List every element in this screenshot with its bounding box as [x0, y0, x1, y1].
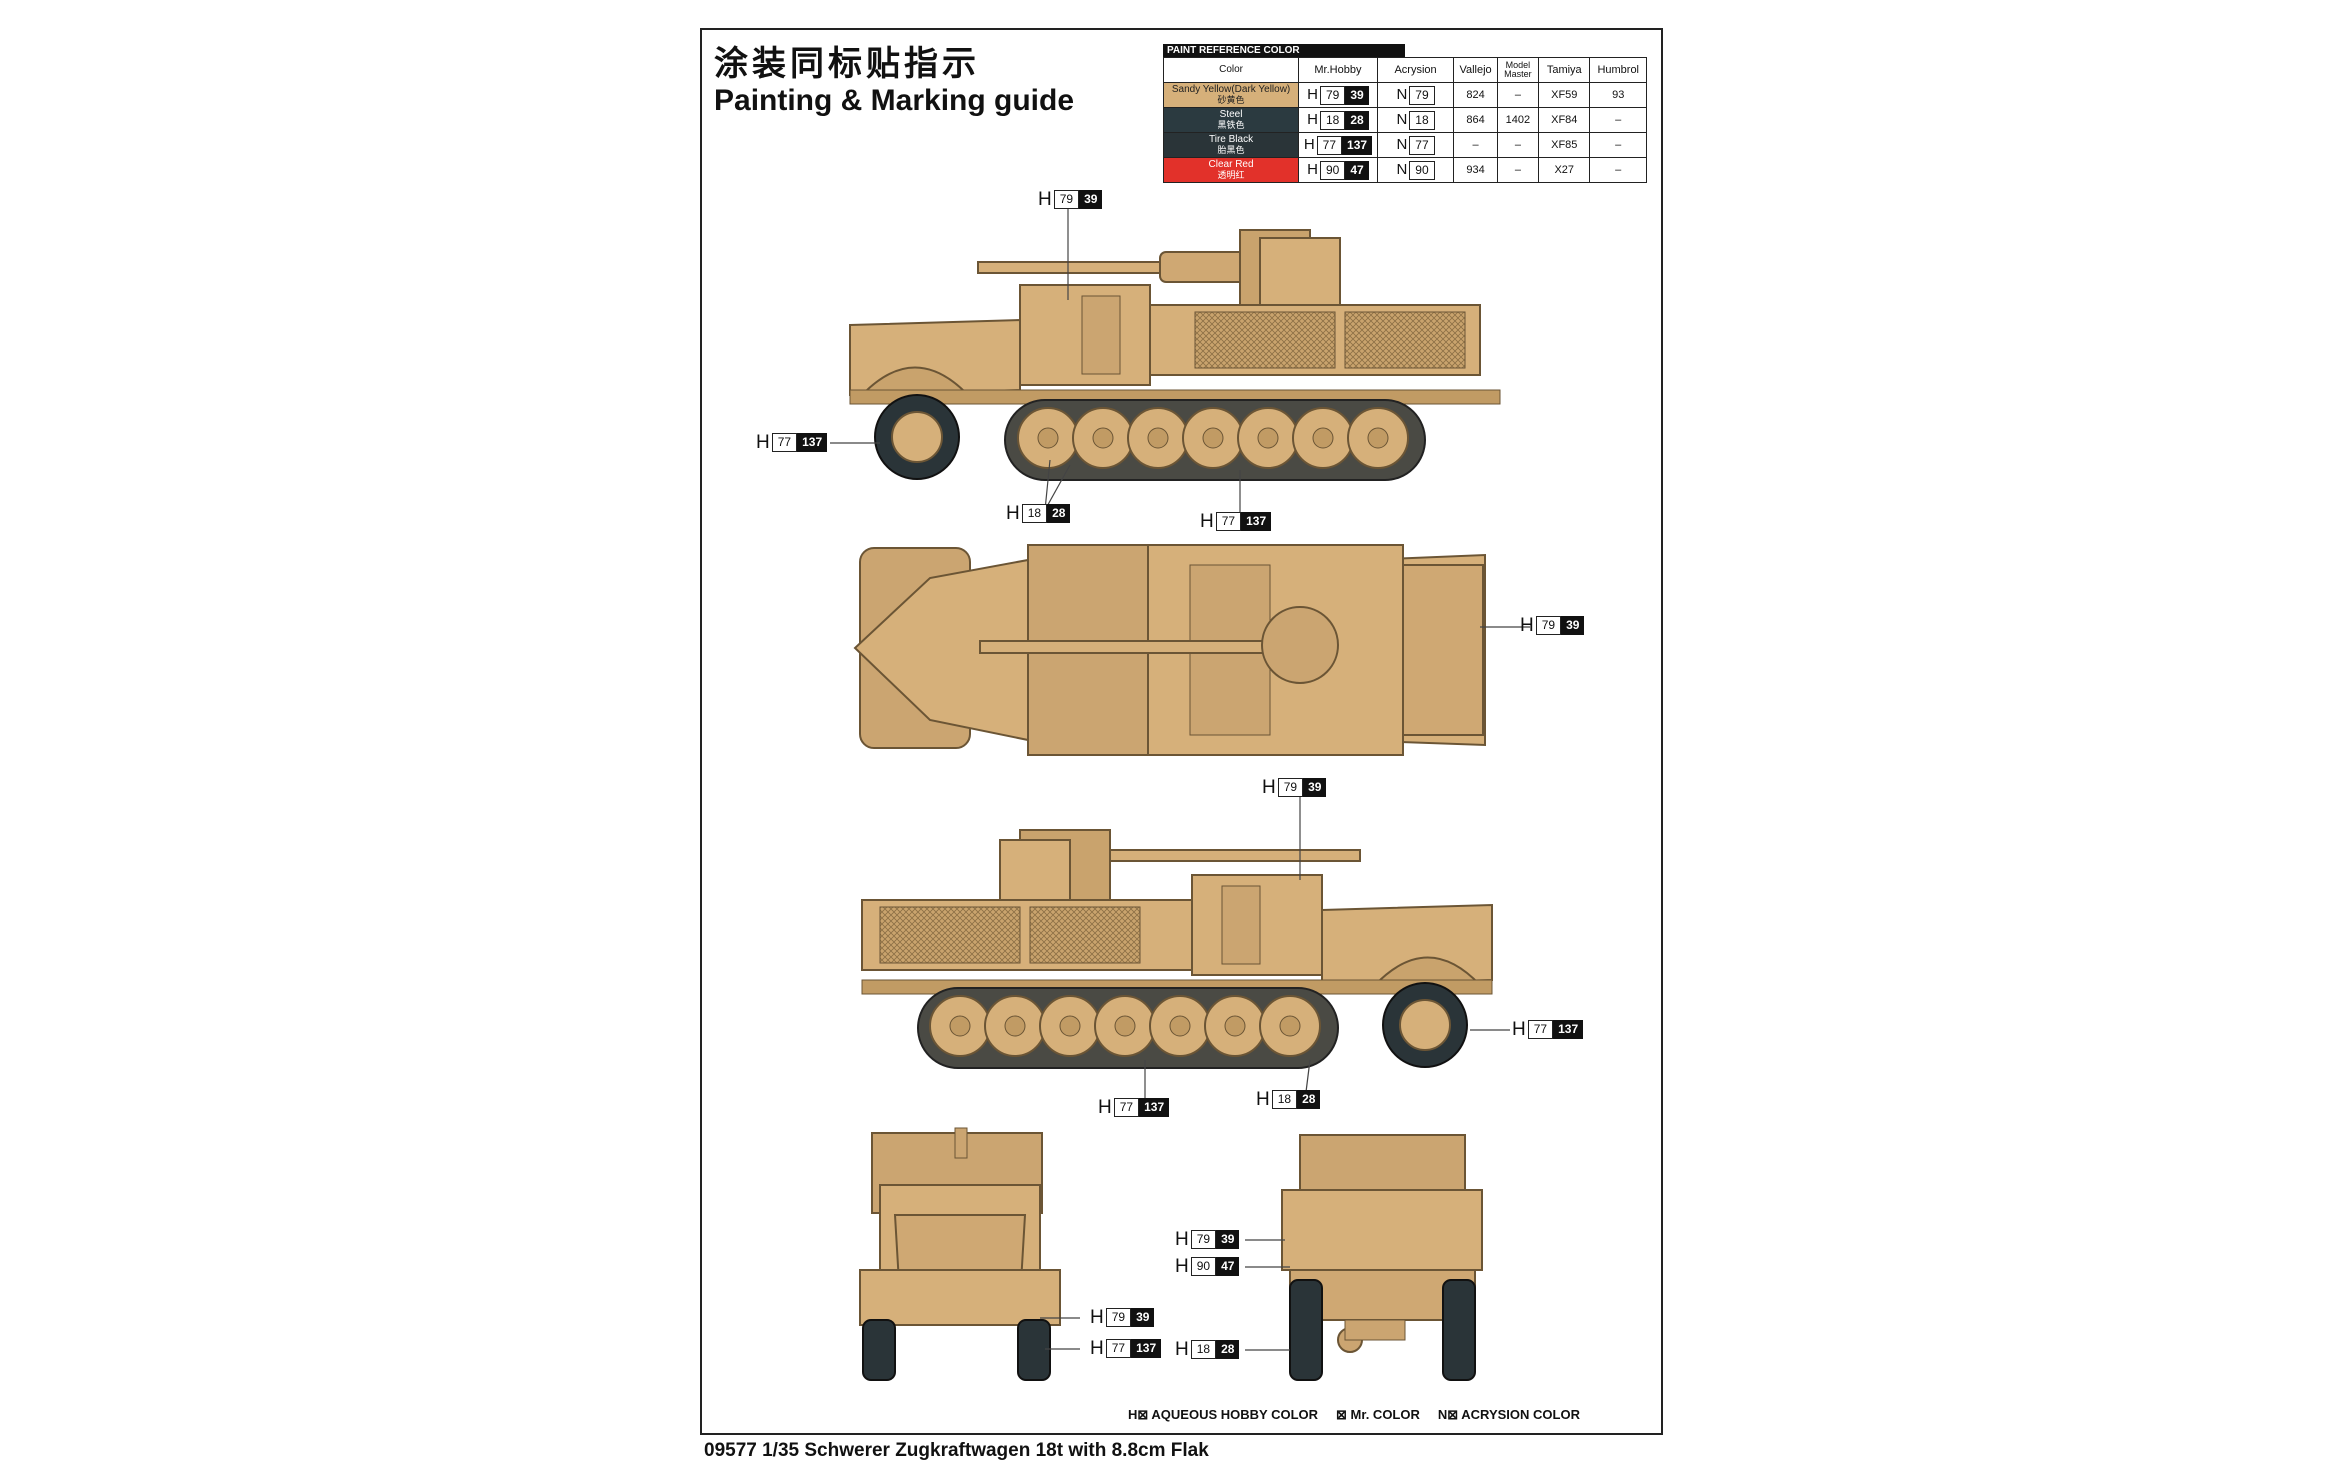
humbrol-code: –	[1589, 157, 1647, 183]
side-view-left	[849, 229, 1501, 481]
col-vallejo: Vallejo	[1453, 57, 1498, 83]
road-wheel-hub	[1312, 427, 1334, 449]
humbrol-code: 93	[1589, 82, 1647, 108]
road-wheel-hub	[1147, 427, 1169, 449]
road-wheel-hub	[1279, 1015, 1301, 1037]
tamiya-code: X27	[1538, 157, 1591, 183]
humbrol-code: –	[1589, 107, 1647, 133]
col-modelmaster: Model Master	[1496, 57, 1540, 83]
road-wheel-hub	[1169, 1015, 1191, 1037]
tamiya-code: XF84	[1538, 107, 1591, 133]
paint-name-cn: 透明红	[1217, 170, 1245, 180]
humbrol-code: –	[1589, 132, 1647, 158]
paint-name: Clear Red	[1208, 159, 1254, 170]
road-wheel-hub	[1004, 1015, 1026, 1037]
road-wheel-hub	[1037, 427, 1059, 449]
paint-name: Sandy Yellow(Dark Yellow)	[1171, 84, 1291, 95]
title-english: Painting & Marking guide	[714, 84, 1075, 117]
side-view-right	[861, 829, 1493, 1069]
road-wheel-hub	[949, 1015, 971, 1037]
col-mrhobby: Mr.Hobby	[1298, 57, 1378, 83]
legend-mrcolor: ⊠ Mr. COLOR	[1336, 1407, 1420, 1422]
rear-view	[1281, 1134, 1483, 1381]
front-view	[859, 1127, 1061, 1381]
color-legend: H⊠ AQUEOUS HOBBY COLOR ⊠ Mr. COLOR N⊠ AC…	[1128, 1407, 1580, 1423]
legend-acrysion: N⊠ ACRYSION COLOR	[1437, 1407, 1580, 1422]
paint-name: Tire Black	[1209, 134, 1254, 145]
col-acrysion: Acrysion	[1376, 57, 1455, 83]
road-wheel-hub	[1092, 427, 1114, 449]
road-wheel-hub	[1059, 1015, 1081, 1037]
modelmaster-code: –	[1496, 157, 1540, 183]
road-wheel-hub	[1257, 427, 1279, 449]
paint-name-cn: 胎黑色	[1217, 145, 1245, 155]
leader-lines	[830, 200, 1530, 1351]
paint-swatch: Sandy Yellow(Dark Yellow)砂黄色	[1162, 82, 1300, 108]
vallejo-code: 864	[1453, 107, 1498, 133]
vallejo-code: 934	[1453, 157, 1498, 183]
road-wheel-hub	[1367, 427, 1389, 449]
paint-name-cn: 砂黄色	[1217, 95, 1245, 105]
vallejo-code: –	[1453, 132, 1498, 158]
modelmaster-code: 1402	[1496, 107, 1540, 133]
paint-name-cn: 黑铁色	[1217, 120, 1245, 130]
footer-product-title: 09577 1/35 Schwerer Zugkraftwagen 18t wi…	[704, 1440, 1209, 1461]
paint-name: Steel	[1219, 109, 1243, 120]
paint-table-columns: Color Mr.Hobby Acrysion Vallejo Model Ma…	[1162, 57, 1647, 83]
title-chinese: 涂装同标贴指示	[714, 44, 980, 84]
top-view	[853, 544, 1486, 756]
road-wheel-hub	[1114, 1015, 1136, 1037]
paint-reference-table: PAINT REFERENCE COLOR Color Mr.Hobby Acr…	[1162, 44, 1647, 183]
road-wheel-hub	[1202, 427, 1224, 449]
road-wheel-hub	[1224, 1015, 1246, 1037]
paint-table-header: PAINT REFERENCE COLOR	[1163, 44, 1405, 57]
legend-aqueous: H⊠ AQUEOUS HOBBY COLOR	[1128, 1407, 1319, 1422]
